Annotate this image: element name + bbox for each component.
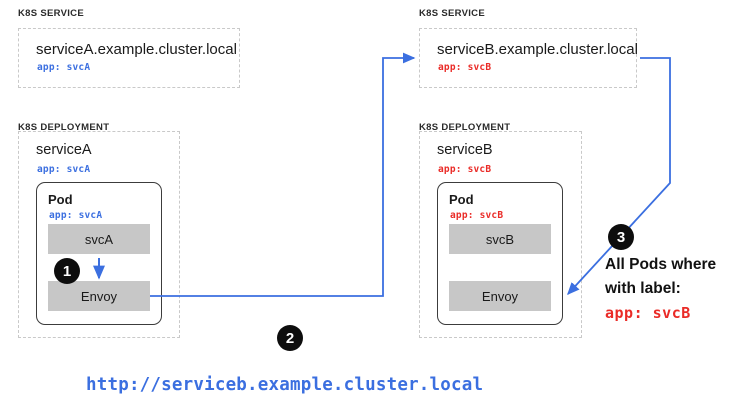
left-pod-container-envoy: Envoy: [48, 281, 150, 311]
left-service-selector: app: svcA: [37, 62, 91, 73]
left-deployment-group-label: K8S DEPLOYMENT: [18, 122, 110, 133]
annotation-line-1: All Pods where: [605, 256, 717, 273]
step-badge-1: 1: [54, 258, 80, 284]
left-pod-container-svcA: svcA: [48, 224, 150, 254]
right-service-fqdn: serviceB.example.cluster.local: [437, 41, 638, 58]
bottom-url-text: http://serviceb.example.cluster.local: [86, 375, 484, 395]
right-service-group-label: K8S SERVICE: [419, 8, 485, 19]
right-service-box: [419, 28, 637, 88]
annotation-line-2: with label:: [605, 280, 681, 297]
right-pod-container-svcB: svcB: [449, 224, 551, 254]
left-deployment-selector: app: svcA: [37, 164, 91, 175]
right-pod-selector: app: svcB: [450, 210, 504, 221]
arrow-step2-envoy-to-serviceb: [150, 52, 416, 297]
step-badge-3: 3: [608, 224, 634, 250]
left-service-fqdn: serviceA.example.cluster.local: [36, 41, 237, 58]
right-pod-container-envoy: Envoy: [449, 281, 551, 311]
right-service-selector: app: svcB: [438, 62, 492, 73]
left-pod-selector: app: svcA: [49, 210, 103, 221]
right-deployment-selector: app: svcB: [438, 164, 492, 175]
right-deployment-name: serviceB: [437, 142, 493, 158]
left-service-group-label: K8S SERVICE: [18, 8, 84, 19]
left-service-box: [18, 28, 240, 88]
right-pod-title: Pod: [449, 192, 474, 207]
left-pod-title: Pod: [48, 192, 73, 207]
left-deployment-name: serviceA: [36, 142, 92, 158]
right-deployment-group-label: K8S DEPLOYMENT: [419, 122, 511, 133]
annotation-label: app: svcB: [605, 304, 691, 322]
step-badge-2: 2: [277, 325, 303, 351]
